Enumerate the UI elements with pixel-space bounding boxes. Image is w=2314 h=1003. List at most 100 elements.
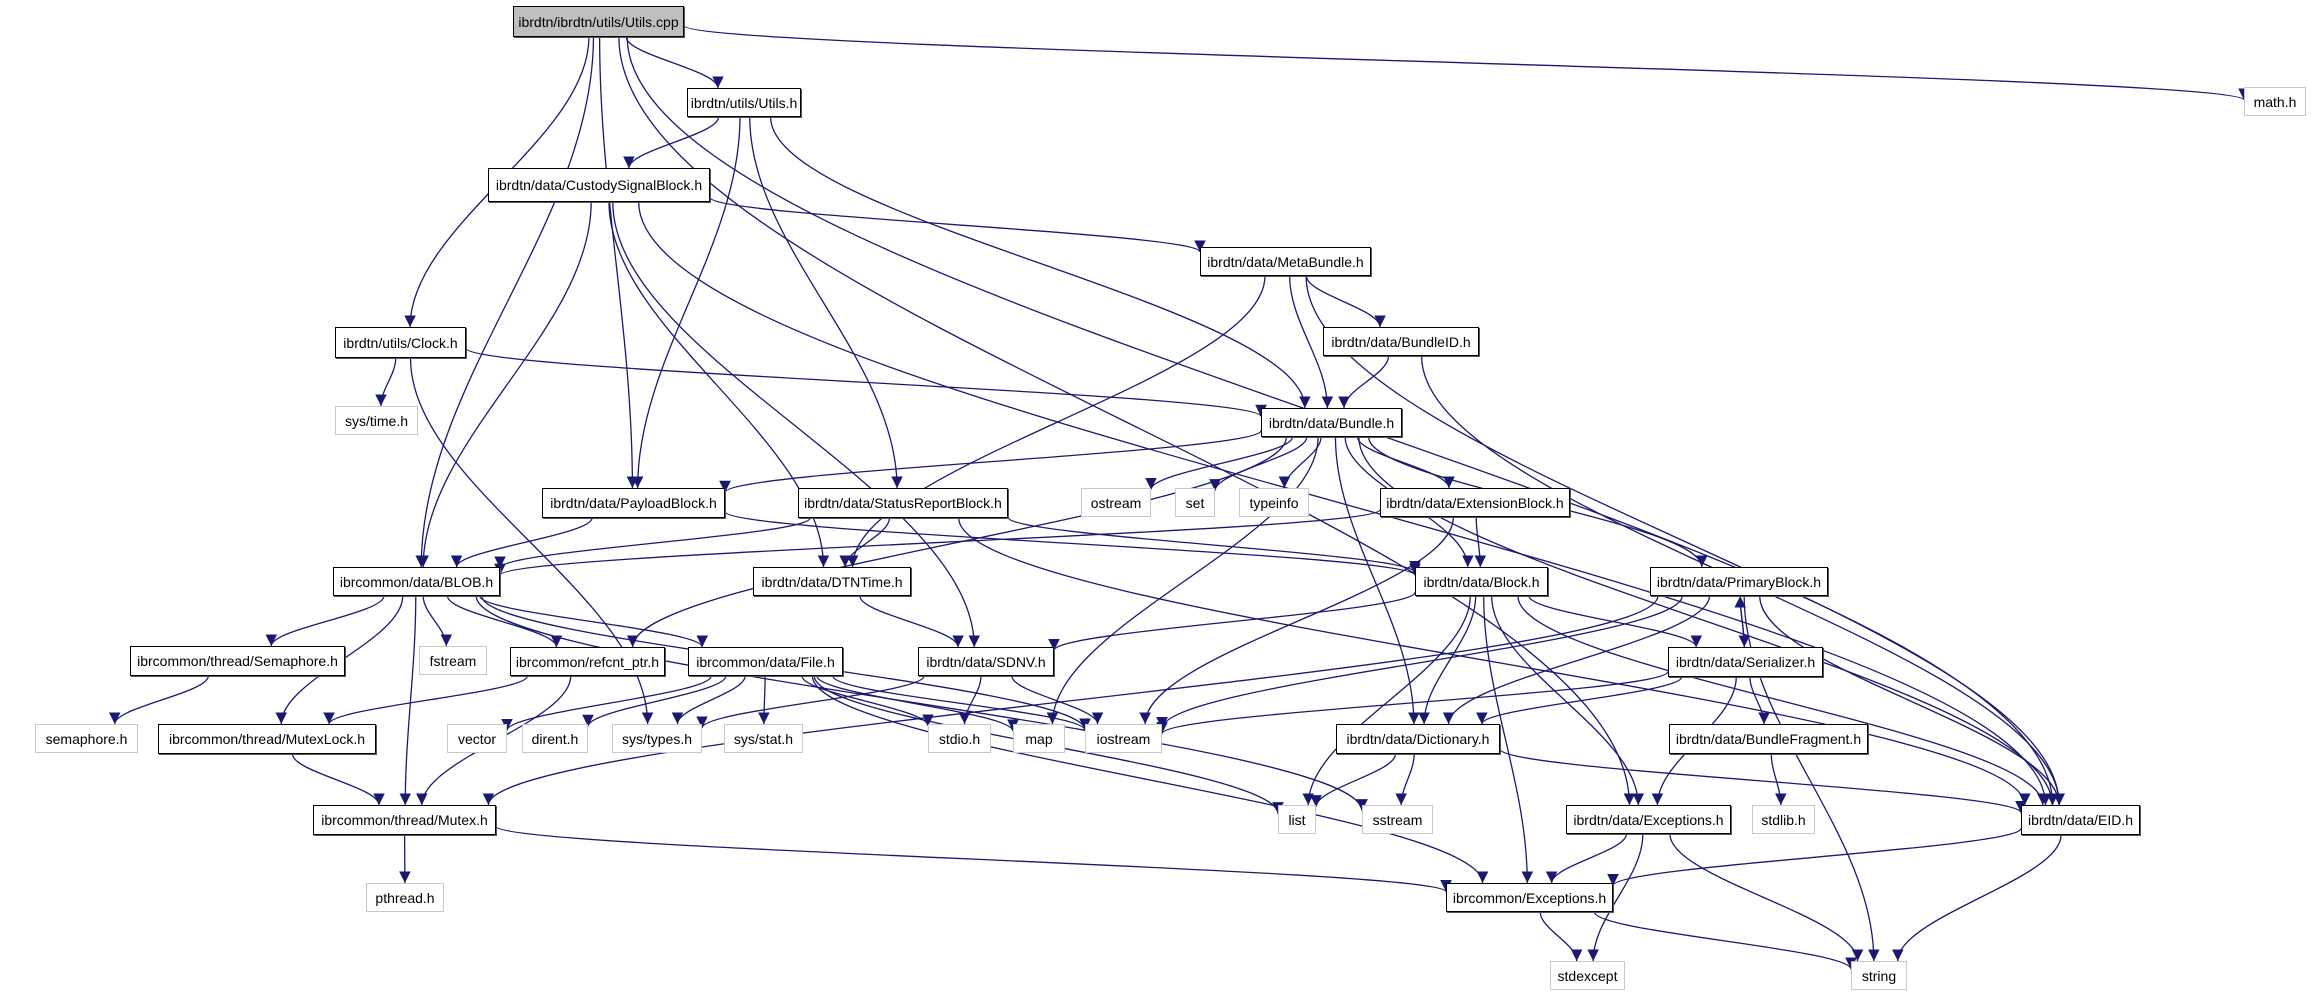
- node-blob[interactable]: ibrcommon/data/BLOB.h: [333, 567, 500, 596]
- edge-metabundle-to-dtntime: [846, 275, 1266, 568]
- edge-sdnv-to-iostream: [1011, 675, 1104, 725]
- node-label: ibrcommon/refcnt_ptr.h: [515, 653, 660, 670]
- edge-dtnexc-to-string: [1669, 833, 1864, 962]
- node-label: ibrdtn/data/Block.h: [1423, 573, 1540, 590]
- node-label: vector: [457, 730, 497, 747]
- node-serializer[interactable]: ibrdtn/data/Serializer.h: [1668, 647, 1823, 677]
- node-label: math.h: [2253, 93, 2297, 110]
- node-label: stdlib.h: [1761, 811, 1806, 828]
- edge-utils_cpp-to-utils_h: [625, 36, 724, 89]
- node-utils-h[interactable]: ibrdtn/utils/Utils.h: [687, 88, 801, 117]
- edge-utils_cpp-to-dtnexc: [618, 36, 1636, 806]
- edge-block-to-dtnexc: [1491, 595, 1645, 806]
- node-bundleid[interactable]: ibrdtn/data/BundleID.h: [1323, 327, 1479, 356]
- edge-file-to-sysstat: [758, 675, 770, 725]
- edge-metabundle-to-bundle: [1288, 275, 1334, 409]
- node-label: ibrcommon/thread/Semaphore.h: [137, 653, 338, 669]
- node-extension[interactable]: ibrdtn/data/ExtensionBlock.h: [1380, 488, 1570, 517]
- node-label: ibrdtn/data/Bundle.h: [1268, 414, 1395, 431]
- node-label: sys/stat.h: [733, 730, 794, 747]
- node-label: ostream: [1090, 494, 1142, 511]
- node-label: stdio.h: [938, 730, 981, 747]
- node-label: sys/time.h: [344, 412, 408, 429]
- edge-dictionary-to-eid: [1499, 748, 2027, 814]
- edge-serializer-to-fragment: [1749, 676, 1770, 725]
- edge-extension-to-block: [1474, 516, 1487, 568]
- node-payload[interactable]: ibrdtn/data/PayloadBlock.h: [542, 488, 725, 518]
- edge-payload-to-blob: [450, 517, 593, 568]
- edge-statusreport-to-block: [1007, 516, 1421, 574]
- node-map: map: [1013, 724, 1065, 753]
- node-metabundle[interactable]: ibrdtn/data/MetaBundle.h: [1200, 247, 1371, 276]
- edge-fragment-to-stdlib: [1770, 753, 1787, 806]
- node-bundle[interactable]: ibrdtn/data/Bundle.h: [1261, 408, 1402, 437]
- node-primary[interactable]: ibrdtn/data/PrimaryBlock.h: [1650, 567, 1828, 596]
- node-label: stdexcept: [1557, 967, 1618, 984]
- node-string: string: [1851, 961, 1907, 990]
- node-label: sys/types.h: [621, 730, 693, 747]
- edge-commonexc-to-stdexcept: [1539, 911, 1583, 962]
- node-label: map: [1025, 730, 1053, 747]
- node-systime: sys/time.h: [335, 406, 418, 435]
- edge-mutexlock-to-mutex: [291, 753, 385, 806]
- edge-refcnt-to-mutexlock: [323, 675, 529, 725]
- node-systypes: sys/types.h: [612, 724, 702, 753]
- node-label: ibrdtn/utils/Clock.h: [343, 334, 458, 351]
- node-clock[interactable]: ibrdtn/utils/Clock.h: [335, 327, 466, 358]
- node-custody[interactable]: ibrdtn/data/CustodySignalBlock.h: [488, 168, 710, 202]
- edge-serializer-to-primary: [1734, 595, 1747, 648]
- node-label: ibrdtn/ibrdtn/utils/Utils.cpp: [518, 13, 679, 30]
- edge-serializer-to-dictionary: [1476, 676, 1683, 725]
- edge-eid-to-string: [1891, 834, 2062, 962]
- edge-custody-to-eid: [638, 201, 2052, 806]
- node-block[interactable]: ibrdtn/data/Block.h: [1415, 567, 1548, 596]
- edge-utils_h-to-statusreport: [749, 116, 903, 489]
- node-label: ibrdtn/data/DTNTime.h: [761, 573, 903, 590]
- node-semaphore: semaphore.h: [35, 724, 138, 753]
- node-statusreport[interactable]: ibrdtn/data/StatusReportBlock.h: [798, 488, 1008, 518]
- node-utils-cpp[interactable]: ibrdtn/ibrdtn/utils/Utils.cpp: [513, 6, 684, 37]
- node-label: semaphore.h: [45, 730, 128, 747]
- node-vector: vector: [447, 724, 507, 753]
- edge-block-to-sdnv: [1048, 591, 1416, 652]
- node-refcnt[interactable]: ibrcommon/refcnt_ptr.h: [510, 647, 665, 676]
- node-set: set: [1175, 488, 1215, 517]
- node-label: ibrdtn/data/ExtensionBlock.h: [1386, 494, 1564, 511]
- edge-dtnexc-to-stdexcept: [1587, 833, 1644, 962]
- node-sstream: sstream: [1362, 805, 1433, 834]
- edge-eid-to-commonexc: [1607, 827, 2022, 887]
- edge-custody-to-sdnv: [612, 201, 981, 648]
- node-label: ibrcommon/thread/Mutex.h: [321, 812, 488, 828]
- node-label: pthread.h: [375, 889, 435, 906]
- node-label: list: [1288, 811, 1306, 828]
- node-label: ibrdtn/data/StatusReportBlock.h: [804, 495, 1002, 511]
- node-fragment[interactable]: ibrdtn/data/BundleFragment.h: [1669, 724, 1868, 754]
- edge-utils_h-to-custody: [623, 116, 720, 169]
- node-commonexc[interactable]: ibrcommon/Exceptions.h: [1446, 883, 1613, 912]
- edge-bundle-to-dictionary: [1334, 436, 1420, 725]
- node-dtntime[interactable]: ibrdtn/data/DTNTime.h: [753, 567, 911, 596]
- node-semaphore-h[interactable]: ibrcommon/thread/Semaphore.h: [130, 646, 345, 676]
- edge-bundle-to-typeinfo: [1278, 436, 1322, 489]
- node-mutex[interactable]: ibrcommon/thread/Mutex.h: [313, 805, 496, 835]
- edge-blob-to-sstream: [475, 595, 1368, 811]
- node-mutexlock[interactable]: ibrcommon/thread/MutexLock.h: [158, 724, 376, 754]
- node-dictionary[interactable]: ibrdtn/data/Dictionary.h: [1336, 724, 1500, 754]
- node-label: ibrcommon/thread/MutexLock.h: [168, 731, 366, 747]
- node-file[interactable]: ibrcommon/data/File.h: [688, 647, 843, 676]
- edge-primary-to-string: [1743, 595, 1880, 962]
- edge-bundle-to-set: [1209, 436, 1308, 491]
- node-label: ibrdtn/data/Serializer.h: [1675, 654, 1816, 670]
- node-dtnexc[interactable]: ibrdtn/data/Exceptions.h: [1566, 805, 1731, 834]
- node-label: ibrdtn/data/PayloadBlock.h: [550, 495, 717, 511]
- edge-commonexc-to-string: [1593, 911, 1857, 970]
- node-label: dirent.h: [531, 730, 579, 747]
- node-typeinfo: typeinfo: [1239, 488, 1309, 517]
- node-label: ibrdtn/data/BundleID.h: [1331, 333, 1471, 350]
- node-sdnv[interactable]: ibrdtn/data/SDNV.h: [918, 647, 1054, 676]
- node-label: iostream: [1096, 730, 1151, 747]
- edge-file-to-map: [816, 675, 1019, 732]
- edge-block-to-eid: [1517, 595, 2049, 806]
- node-eid[interactable]: ibrdtn/data/EID.h: [2021, 805, 2140, 835]
